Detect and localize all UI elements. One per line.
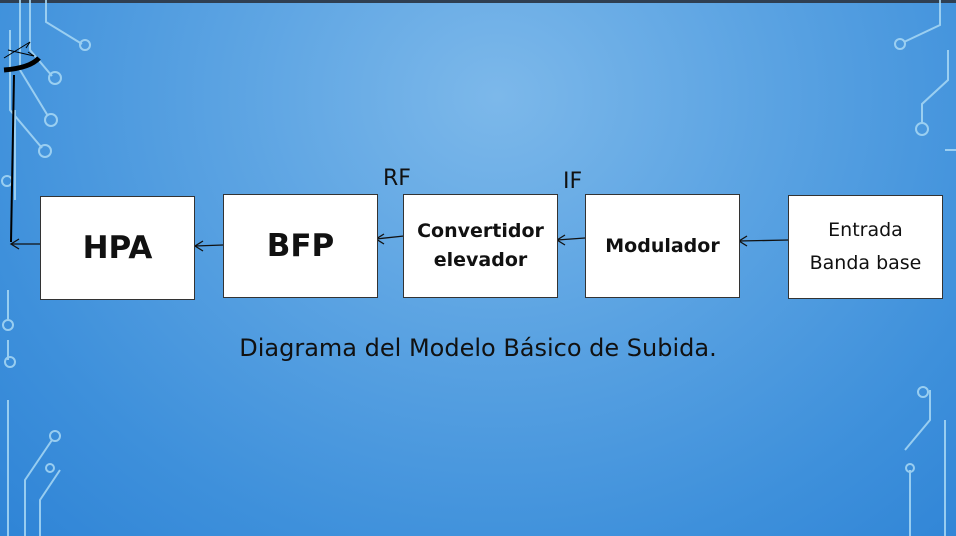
arrow-bfp-to-hpa <box>193 240 224 252</box>
diagram-caption: Diagrama del Modelo Básico de Subida. <box>239 334 717 362</box>
rf-label: RF <box>383 166 411 191</box>
antenna-icon <box>3 41 41 243</box>
converter-label-line2: elevador <box>433 249 528 271</box>
input-label-line1: Entrada <box>828 219 903 241</box>
modulator-label: Modulador <box>605 234 720 257</box>
arrow-converter-to-bfp <box>374 233 405 245</box>
hpa-label: HPA <box>82 230 153 266</box>
arrow-input-to-modulator <box>737 235 790 247</box>
top-border <box>0 0 956 3</box>
input-block: Entrada Banda base <box>788 195 943 299</box>
if-label: IF <box>563 169 583 194</box>
converter-block: Convertidor elevador <box>403 194 558 298</box>
modulator-block: Modulador <box>585 194 740 298</box>
arrow-hpa-to-antenna <box>9 238 40 250</box>
hpa-block: HPA <box>40 196 195 300</box>
input-label-line2: Banda base <box>809 252 922 274</box>
converter-label-line1: Convertidor <box>417 220 544 242</box>
bfp-label: BFP <box>266 228 335 264</box>
bfp-block: BFP <box>223 194 378 298</box>
arrow-modulator-to-converter <box>555 234 586 246</box>
